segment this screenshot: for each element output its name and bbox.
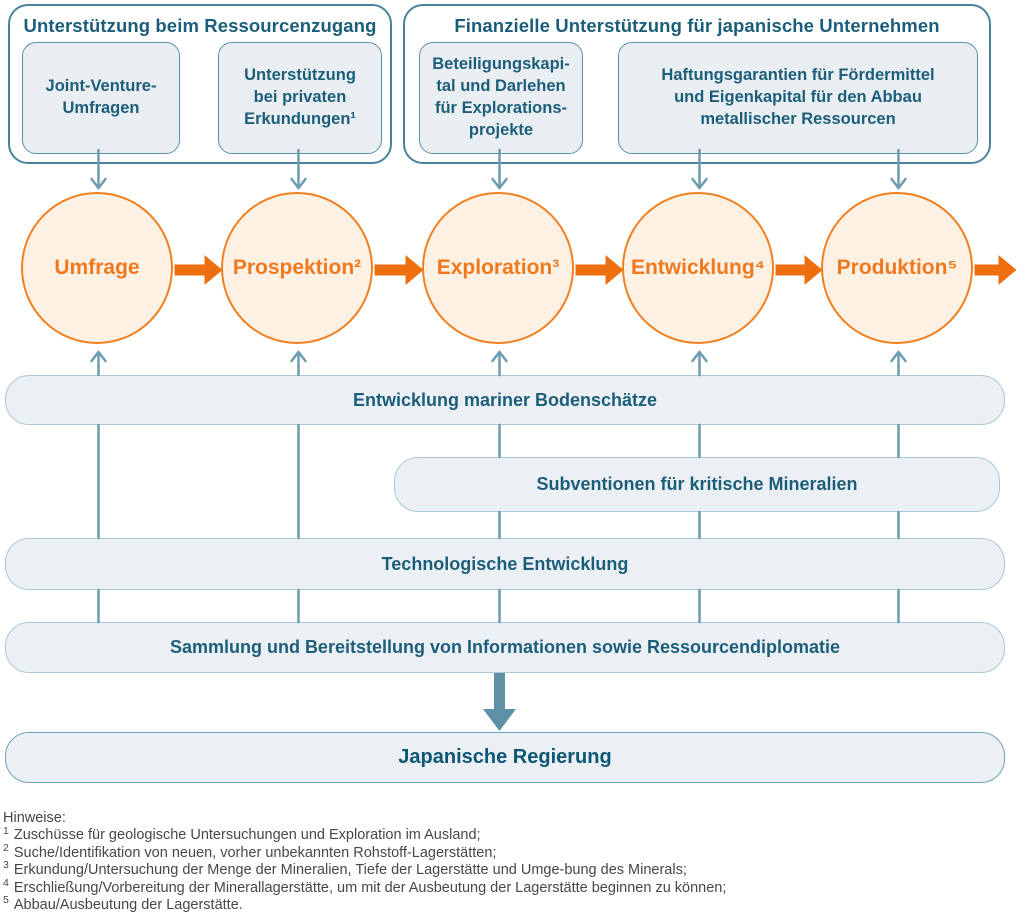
stage-circle-prospektion: Prospektion²	[221, 192, 373, 344]
footnote-text: Erkundung/Untersuchung der Menge der Min…	[13, 862, 687, 879]
big-arrow-shaft	[494, 673, 505, 711]
down-arrow-icon	[491, 177, 508, 190]
stage-circle-exploration: Exploration³	[422, 192, 574, 344]
stage-arrow-shaft	[374, 264, 406, 276]
big-down-arrow-icon	[483, 709, 516, 731]
group-resource-access-title: Unterstützung beim Ressourcenzugang	[23, 15, 377, 36]
group-financial-support-title: Finanzielle Unterstützung für japanische…	[454, 15, 940, 36]
down-arrow-icon	[890, 177, 907, 190]
support-bar-technology: Technologische Entwicklung	[5, 538, 1005, 590]
footnotes-heading: Hinweise:	[3, 810, 66, 826]
support-bar-information-diplomacy: Sammlung und Bereitstellung von Informat…	[5, 622, 1005, 673]
box-equity-loans-exploration: Beteiligungskapi- tal und Darlehen für E…	[419, 42, 583, 154]
up-arrow-icon	[90, 350, 107, 363]
government-bar: Japanische Regierung	[5, 732, 1005, 783]
stage-arrow-shaft	[174, 264, 205, 276]
group-resource-access: Unterstützung beim Ressourcenzugang Join…	[8, 4, 392, 164]
up-arrow-icon	[691, 350, 708, 363]
stage-right-arrow-icon	[804, 255, 823, 285]
box-liability-guarantees: Haftungsgarantien für Fördermittel und E…	[618, 42, 978, 154]
up-arrow-icon	[491, 350, 508, 363]
footnote-text: Suche/Identifikation von neuen, vorher u…	[13, 844, 497, 861]
support-bar-critical-minerals: Subventionen für kritische Mineralien	[394, 457, 1000, 512]
stage-arrow-shaft	[575, 264, 606, 276]
down-arrow-icon	[90, 177, 107, 190]
stage-right-arrow-icon	[998, 255, 1017, 285]
group-financial-support: Finanzielle Unterstützung für japanische…	[403, 4, 991, 164]
footnote-text: Zuschüsse für geologische Untersuchungen…	[13, 827, 481, 844]
stage-circle-entwicklung: Entwicklung⁴	[622, 192, 774, 344]
box-private-exploration-support: Unterstützung bei privaten Erkundungen¹	[218, 42, 382, 154]
stage-right-arrow-icon	[405, 255, 424, 285]
footnote-text: Abbau/Ausbeutung der Lagerstätte.	[13, 897, 243, 914]
down-arrow-icon	[691, 177, 708, 190]
stage-circle-produktion: Produktion⁵	[821, 192, 973, 344]
up-arrow-icon	[290, 350, 307, 363]
down-arrow-icon	[290, 177, 307, 190]
up-arrow-icon	[890, 350, 907, 363]
stage-arrow-shaft	[775, 264, 805, 276]
stage-circle-umfrage: Umfrage	[21, 192, 173, 344]
stage-right-arrow-icon	[204, 255, 223, 285]
stage-arrow-shaft	[974, 264, 999, 276]
box-joint-venture-surveys: Joint-Venture- Umfragen	[22, 42, 180, 154]
footnote-text: Erschließung/Vorbereitung der Minerallag…	[13, 879, 727, 896]
stage-right-arrow-icon	[605, 255, 624, 285]
support-bar-marine-resources: Entwicklung mariner Bodenschätze	[5, 375, 1005, 425]
